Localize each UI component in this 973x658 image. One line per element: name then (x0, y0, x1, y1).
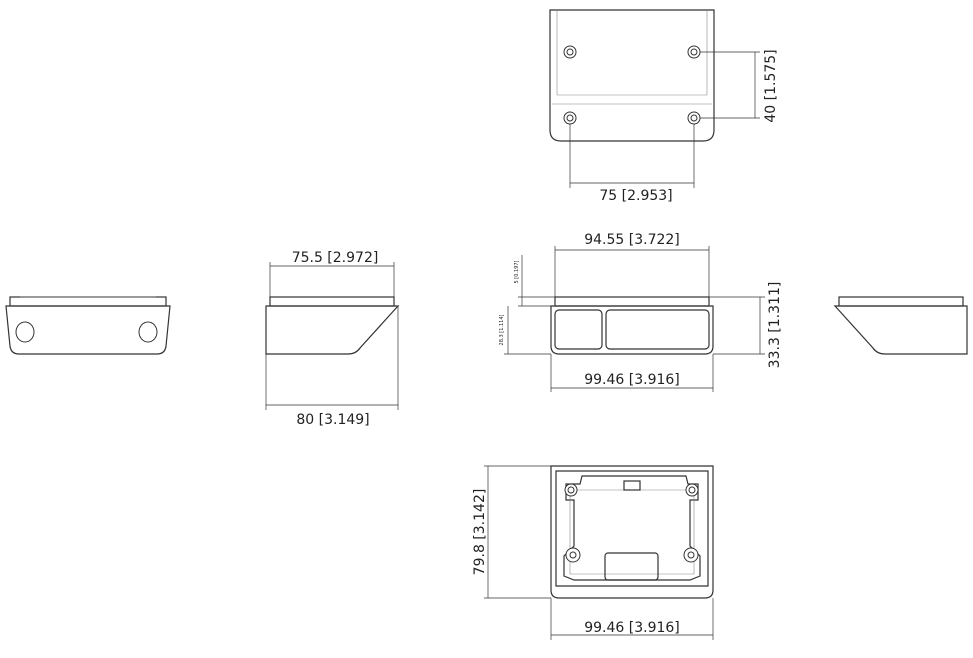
left-end-view (5, 296, 171, 355)
side-view: 75.5 [2.972] 80 [3.149] (265, 250, 400, 428)
mounting-hole-bottom-right (687, 111, 701, 125)
dim-side-top-width: 75.5 [2.972] (292, 250, 379, 266)
top-view: 40 [1.575] 75 [2.953] (549, 9, 779, 204)
bottom-boss-top-right (685, 483, 699, 497)
dim-front-small-top: 5 [0.197] (514, 260, 520, 283)
dim-front-bottom-width: 99.46 [3.916] (584, 372, 680, 388)
right-end-view (833, 296, 968, 355)
mounting-hole-bottom-left (563, 111, 577, 125)
mounting-hole-top-right (687, 45, 701, 59)
dim-top-hole-spacing-v: 40 [1.575] (763, 49, 779, 122)
side-hole-left (15, 321, 35, 343)
bottom-boss-bottom-left (565, 547, 581, 563)
mounting-hole-top-left (563, 45, 577, 59)
dim-side-bottom-width: 80 [3.149] (296, 412, 369, 428)
dim-top-hole-spacing-h: 75 [2.953] (599, 188, 672, 204)
bottom-boss-top-left (564, 483, 578, 497)
dim-front-top-width: 94.55 [3.722] (584, 232, 680, 248)
dim-front-height: 33.3 [1.311] (767, 282, 783, 369)
bottom-boss-bottom-right (683, 547, 699, 563)
dim-bottom-width: 99.46 [3.916] (584, 620, 680, 636)
side-hole-right (138, 321, 158, 343)
dim-front-small-body: 28.3 [1.114] (499, 314, 505, 345)
front-view: 94.55 [3.722] 99.46 [3.916] 33.3 [1.311]… (499, 232, 783, 392)
bottom-view: 79.8 [3.142] 99.46 [3.916] (472, 465, 714, 640)
dim-bottom-depth: 79.8 [3.142] (472, 489, 488, 576)
